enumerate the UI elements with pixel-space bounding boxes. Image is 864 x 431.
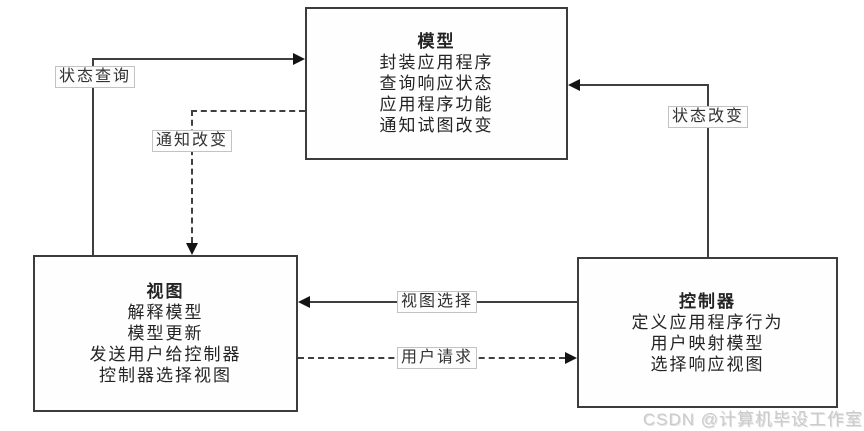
state-change-label: 状态改变 xyxy=(667,106,749,128)
model-box: 模型 封装应用程序 查询响应状态 应用程序功能 通知试图改变 xyxy=(305,7,568,160)
model-box-line: 查询响应状态 xyxy=(379,74,494,93)
state-query-label: 状态查询 xyxy=(54,66,136,88)
model-box-line: 通知试图改变 xyxy=(379,116,494,135)
controller-box-line: 用户映射模型 xyxy=(650,333,765,353)
model-box-title: 模型 xyxy=(417,32,456,51)
view-box-line: 控制器选择视图 xyxy=(99,366,232,385)
notify-change-label: 通知改变 xyxy=(151,130,233,152)
notify-change-arrow-horizontal-line xyxy=(191,110,305,112)
state-change-arrowhead-icon xyxy=(568,79,580,91)
state-query-arrowhead-icon xyxy=(293,53,305,65)
controller-box-line: 选择响应视图 xyxy=(650,354,765,374)
notify-change-arrow-vertical-line xyxy=(191,110,193,243)
state-change-arrow-horizontal-line xyxy=(580,84,709,86)
controller-box-title: 控制器 xyxy=(679,291,736,311)
state-query-arrow-vertical-line xyxy=(92,59,94,255)
view-selection-label: 视图选择 xyxy=(396,291,478,313)
view-box-line: 发送用户给控制器 xyxy=(89,345,242,364)
model-box-line: 应用程序功能 xyxy=(379,95,494,114)
user-request-label: 用户请求 xyxy=(396,347,478,369)
view-box-line: 解释模型 xyxy=(127,303,204,322)
csdn-watermark: CSDN @计算机毕设工作室 xyxy=(642,410,863,429)
controller-box-line: 定义应用程序行为 xyxy=(631,312,784,332)
model-box-line: 封装应用程序 xyxy=(379,53,494,72)
notify-change-arrowhead-icon xyxy=(186,243,198,255)
user-request-arrowhead-icon xyxy=(565,352,577,364)
view-box-line: 模型更新 xyxy=(127,324,204,343)
state-query-arrow-horizontal-line xyxy=(92,58,295,60)
view-box: 视图 解释模型 模型更新 发送用户给控制器 控制器选择视图 xyxy=(33,255,298,412)
view-selection-arrowhead-icon xyxy=(298,296,310,308)
view-box-title: 视图 xyxy=(146,282,185,301)
state-change-arrow-vertical-line xyxy=(707,84,709,257)
controller-box: 控制器 定义应用程序行为 用户映射模型 选择响应视图 xyxy=(577,257,838,408)
